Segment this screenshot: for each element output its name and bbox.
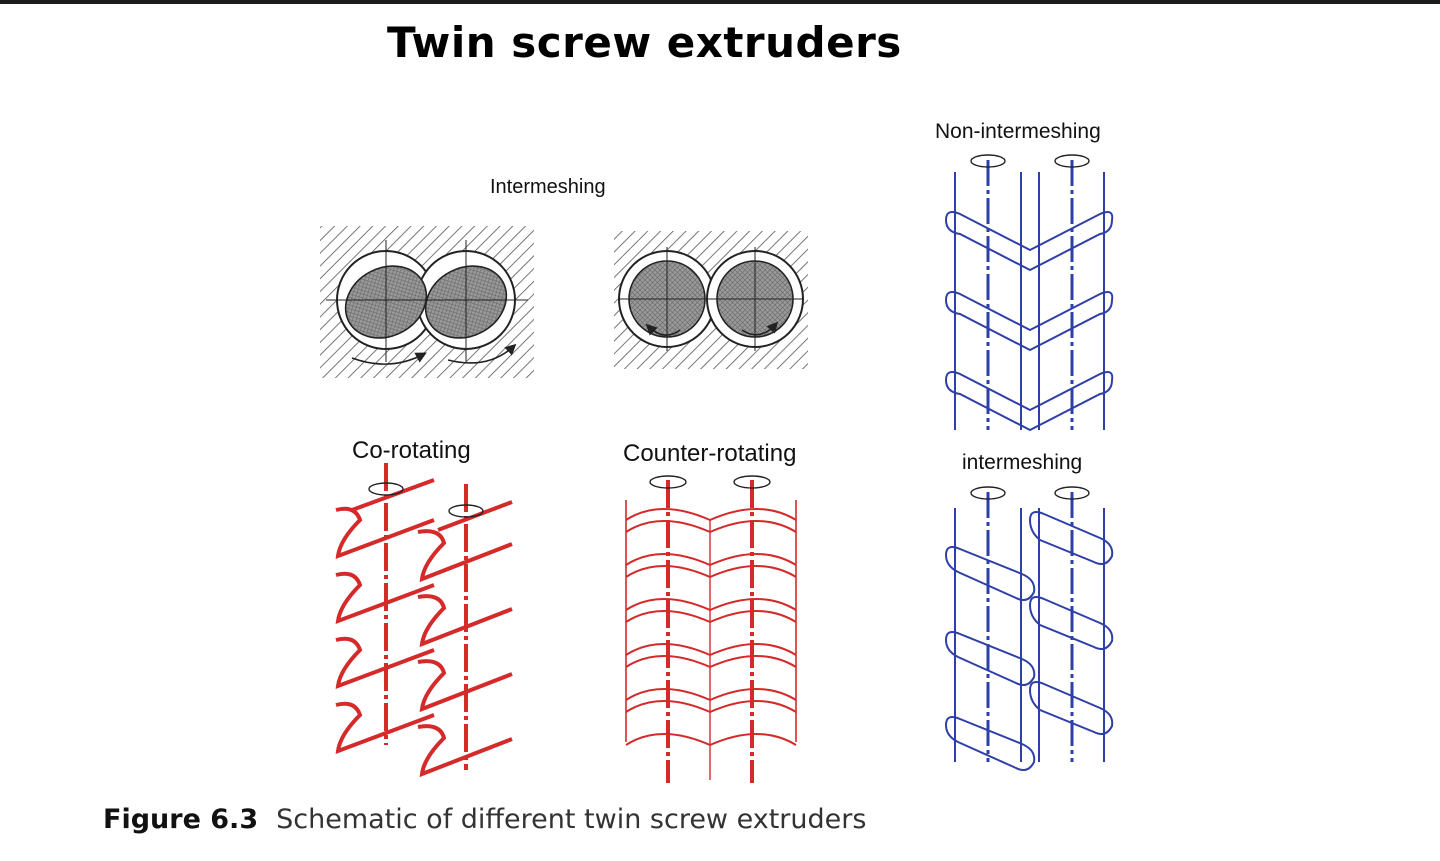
co-rotating-cross-section xyxy=(320,226,534,378)
figure-caption: Figure 6.3 Schematic of different twin sc… xyxy=(103,804,866,835)
counter-rotating-screws xyxy=(625,475,797,783)
intermeshing-blue-screws xyxy=(944,486,1114,771)
non-intermeshing-label: Non-intermeshing xyxy=(935,120,1101,143)
figure-number: Figure 6.3 xyxy=(103,804,259,835)
counter-rotating-label: Counter-rotating xyxy=(623,440,797,467)
intermeshing-cross-section-label: Intermeshing xyxy=(490,176,606,198)
top-border xyxy=(0,0,1440,4)
counter-rotating-cross-section xyxy=(614,231,808,369)
co-rotating-screws xyxy=(335,463,513,778)
intermeshing-blue-label: intermeshing xyxy=(962,451,1083,474)
non-intermeshing-screws xyxy=(944,154,1114,432)
figure-caption-text: Schematic of different twin screw extrud… xyxy=(276,804,867,835)
co-rotating-label: Co-rotating xyxy=(352,437,471,464)
page-title: Twin screw extruders xyxy=(387,18,902,67)
